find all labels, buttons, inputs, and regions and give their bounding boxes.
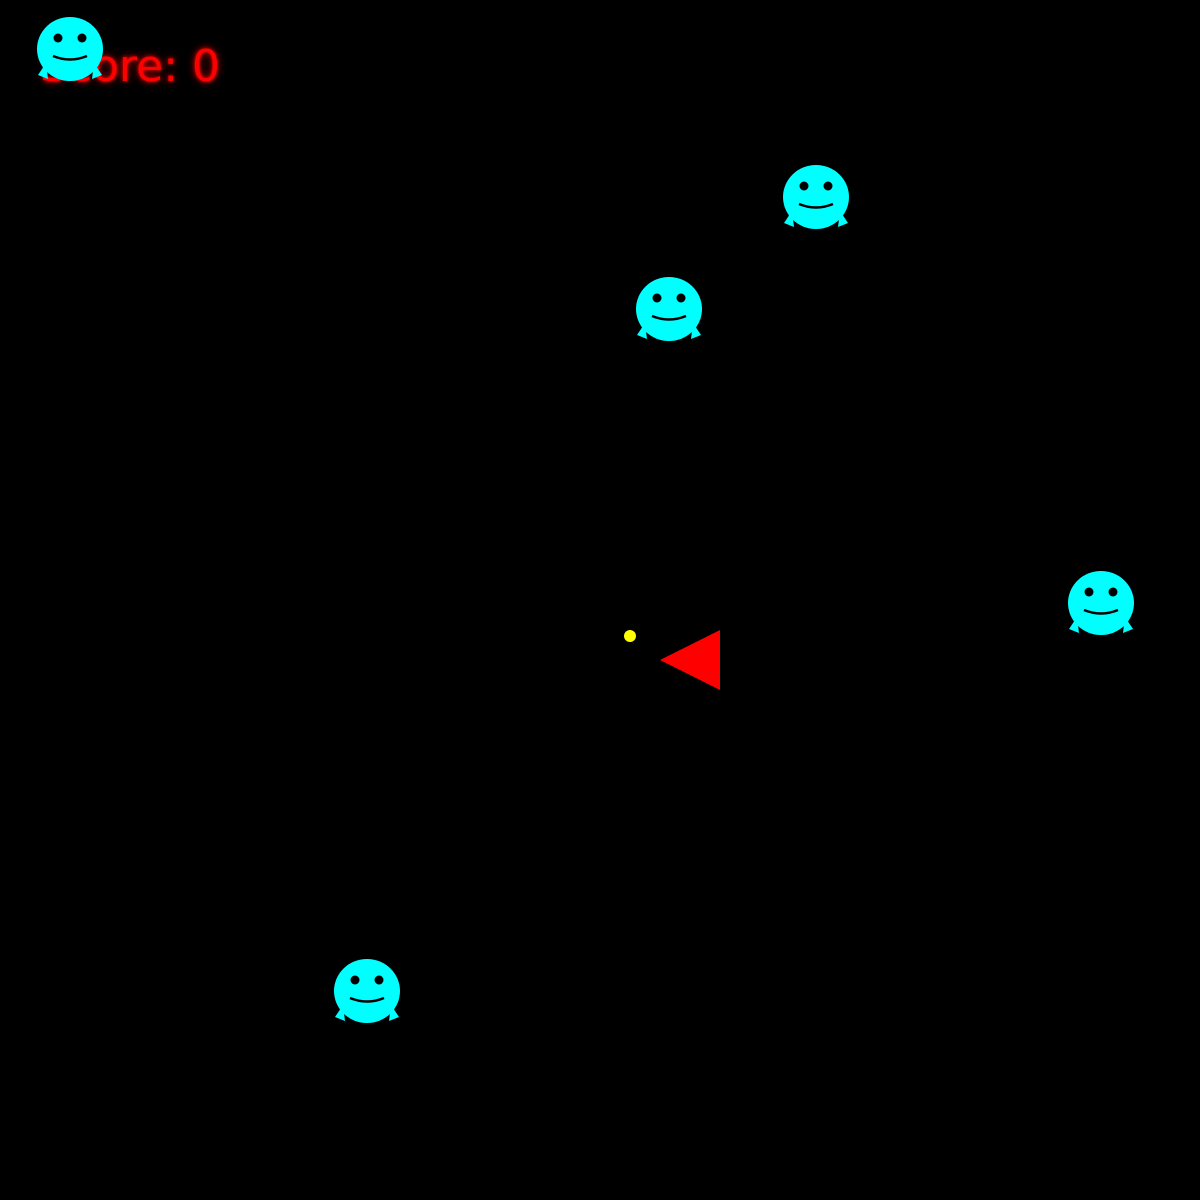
enemy-smiley-icon <box>636 277 702 341</box>
bullet-icon <box>624 630 636 642</box>
enemy-smiley-icon <box>1068 571 1134 635</box>
enemy-smiley-icon <box>783 165 849 229</box>
enemy-smiley-icon <box>334 959 400 1023</box>
enemy-smiley-icon <box>37 17 103 81</box>
player-ship-icon <box>660 630 720 690</box>
